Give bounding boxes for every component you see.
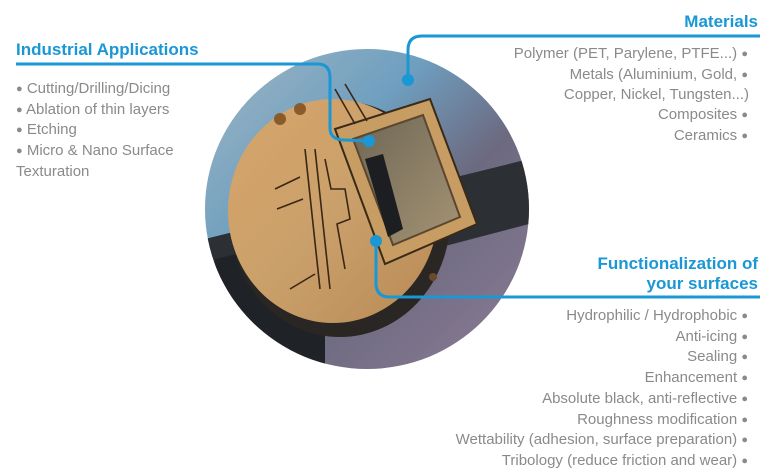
list-item: Composites ● bbox=[657, 106, 748, 124]
bullet-icon: ● bbox=[741, 330, 748, 343]
list-item: Wettability (adhesion, surface preparati… bbox=[455, 431, 748, 449]
list-item: ● Ablation of thin layers bbox=[16, 100, 170, 118]
bullet-icon: ● bbox=[741, 109, 748, 122]
list-item: Ceramics ● bbox=[673, 126, 748, 144]
functionalization-list: Hydrophilic / Hydrophobic ● Anti-icing ●… bbox=[456, 306, 748, 472]
list-item: Tribology (reduce friction and wear) ● bbox=[501, 451, 748, 469]
list-item: Enhancement ● bbox=[644, 369, 748, 387]
functionalization-title: Functionalization of your surfaces bbox=[597, 254, 758, 293]
list-item: ● Micro & Nano Surface bbox=[16, 142, 174, 160]
bullet-icon: ● bbox=[741, 48, 748, 60]
list-item-continuation: Texturation bbox=[16, 162, 90, 180]
component-photo bbox=[205, 49, 529, 369]
list-item: ● Etching bbox=[16, 121, 77, 139]
materials-title: Materials bbox=[684, 12, 758, 31]
bullet-icon: ● bbox=[16, 83, 23, 95]
bullet-icon: ● bbox=[741, 434, 748, 447]
bullet-icon: ● bbox=[16, 124, 23, 137]
bullet-icon: ● bbox=[16, 103, 23, 116]
functionalization-marker-dot bbox=[370, 235, 382, 247]
materials-list: Polymer (PET, Parylene, PTFE...) ● Metal… bbox=[513, 44, 749, 147]
materials-marker-dot bbox=[402, 74, 414, 86]
list-item: Absolute black, anti-reflective ● bbox=[542, 389, 748, 407]
bullet-icon: ● bbox=[741, 454, 748, 467]
list-item: Polymer (PET, Parylene, PTFE...) ● bbox=[513, 45, 748, 62]
industrial-connector-line bbox=[16, 62, 370, 143]
functionalization-connector-line bbox=[374, 241, 760, 299]
bullet-icon: ● bbox=[741, 351, 748, 364]
list-item: Metals (Aluminium, Gold, ● bbox=[569, 65, 748, 83]
bullet-icon: ● bbox=[741, 68, 748, 81]
list-item: Hydrophilic / Hydrophobic ● bbox=[566, 307, 748, 324]
industrial-applications-title: Industrial Applications bbox=[16, 40, 199, 59]
list-item: Copper, Nickel, Tungsten...) bbox=[563, 86, 749, 104]
list-item: Sealing ● bbox=[687, 348, 748, 366]
list-item: ● Cutting/Drilling/Dicing bbox=[16, 80, 171, 97]
industrial-applications-list: ● Cutting/Drilling/Dicing ● Ablation of … bbox=[16, 79, 174, 182]
bullet-icon: ● bbox=[741, 129, 748, 142]
bullet-icon: ● bbox=[741, 372, 748, 385]
industrial-marker-dot bbox=[363, 135, 375, 147]
bullet-icon: ● bbox=[741, 310, 748, 322]
bullet-icon: ● bbox=[16, 145, 23, 158]
list-item: Roughness modification ● bbox=[577, 410, 748, 428]
bullet-icon: ● bbox=[741, 413, 748, 426]
list-item: Anti-icing ● bbox=[675, 327, 748, 345]
materials-connector-line bbox=[406, 34, 760, 80]
bullet-icon: ● bbox=[741, 392, 748, 405]
